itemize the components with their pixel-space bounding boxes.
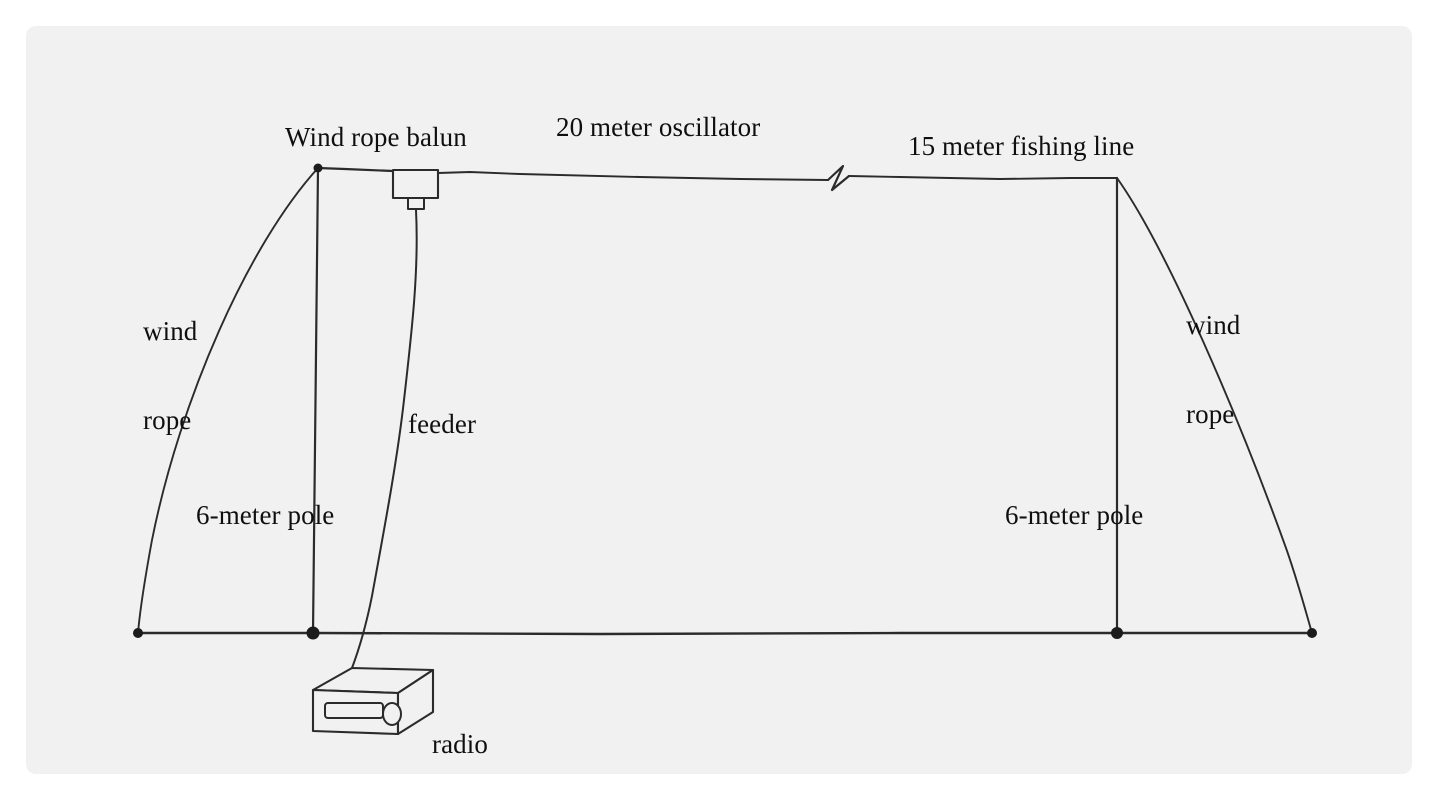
break-zigzag-icon <box>826 164 851 192</box>
anchor-dot-left <box>133 628 143 638</box>
label-pole-right: 6-meter pole <box>1005 500 1144 530</box>
balun-box <box>391 168 440 200</box>
label-20-meter-oscillator: 20 meter oscillator <box>556 112 761 142</box>
antenna-wire-left-jumper <box>316 166 395 173</box>
label-wind-rope-left: wind rope <box>143 258 197 496</box>
ground-line <box>136 631 1314 636</box>
label-feeder: feeder <box>408 409 477 439</box>
anchor-dot-right <box>1307 628 1317 638</box>
label-radio-station-line1: radio <box>432 729 488 760</box>
label-radio-station: radio station <box>432 671 505 800</box>
label-wind-rope-left-line2: rope <box>143 405 192 436</box>
wind-rope-right <box>1116 177 1313 634</box>
label-15-meter-fishing-line: 15 meter fishing line <box>908 131 1135 161</box>
base-dot-left <box>306 626 320 640</box>
mast-left-pole <box>311 166 320 635</box>
fishing-line-wire-15m <box>848 175 1118 180</box>
balun-connector <box>407 197 425 210</box>
radio-display-slot <box>324 702 384 719</box>
dipole-wire-20m <box>437 171 829 181</box>
radio-station-icon <box>311 666 435 736</box>
radio-knob-icon <box>382 702 402 726</box>
label-wind-rope-balun: Wind rope balun <box>285 122 467 152</box>
base-dot-right <box>1111 627 1123 639</box>
feeder-line <box>351 209 418 669</box>
label-wind-rope-right: wind rope <box>1186 252 1240 490</box>
label-wind-rope-left-line1: wind <box>143 316 198 347</box>
label-wind-rope-right-line2: rope <box>1186 399 1235 430</box>
apex-dot-left <box>313 163 323 173</box>
label-wind-rope-right-line1: wind <box>1186 310 1241 341</box>
wind-rope-left <box>137 167 319 634</box>
label-pole-left: 6-meter pole <box>196 500 335 530</box>
diagram-panel <box>26 26 1412 774</box>
